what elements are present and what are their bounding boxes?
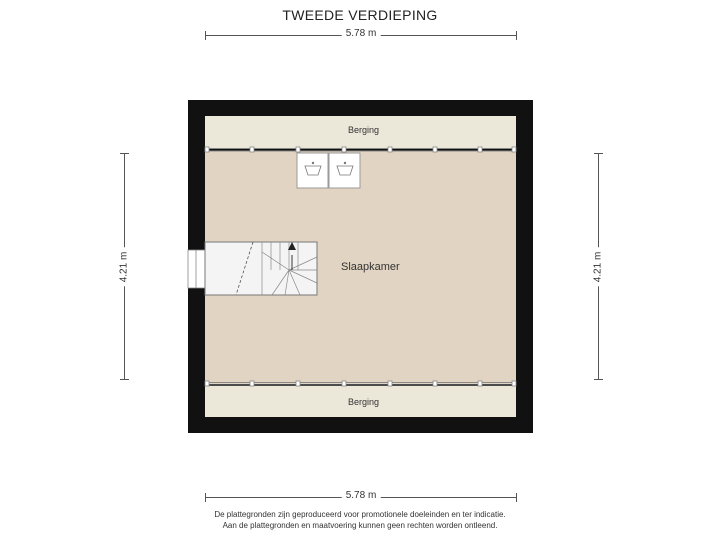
storage-bottom-floor (205, 386, 516, 417)
dimension-height-right: 4.21 m (591, 153, 605, 380)
dimension-width-bottom: 5.78 m (205, 490, 517, 504)
dimension-width-bottom-label: 5.78 m (341, 490, 381, 501)
storage-top-floor (205, 116, 516, 148)
disclaimer-line-1: De plattegronden zijn geproduceerd voor … (214, 510, 506, 519)
disclaimer-line-2: Aan de plattegronden en maatvoering kunn… (222, 521, 498, 530)
skylight-right (328, 152, 361, 189)
knee-wall-top-posts (204, 146, 517, 153)
knee-wall-top (205, 148, 516, 152)
staircase (204, 241, 318, 296)
disclaimer: De plattegronden zijn geproduceerd voor … (0, 509, 720, 531)
dimension-width-top-label: 5.78 m (341, 28, 381, 39)
room-label-storage-top: Berging (348, 125, 380, 135)
knee-wall-bottom (205, 382, 516, 386)
room-label-storage-bottom: Berging (348, 397, 380, 407)
room-label-bedroom: Slaapkamer (341, 261, 400, 273)
knee-wall-bottom-posts (204, 380, 517, 387)
skylight-left (296, 152, 329, 189)
dimension-height-left: 4.21 m (117, 153, 131, 380)
dimension-width-top: 5.78 m (205, 28, 517, 42)
floor-title: TWEEDE VERDIEPING (282, 7, 438, 23)
window-left (187, 249, 206, 289)
